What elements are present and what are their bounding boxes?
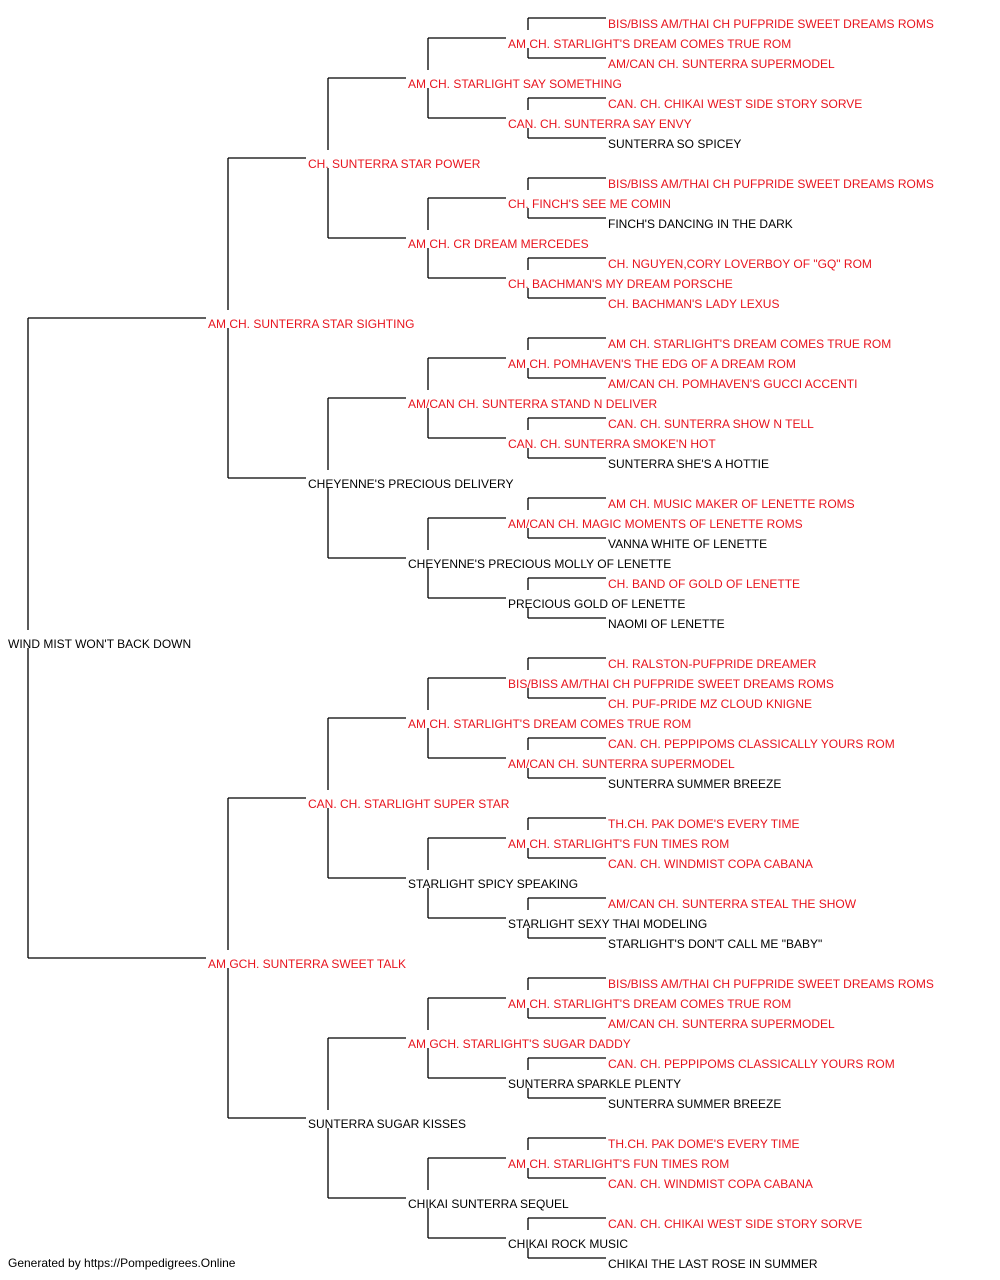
ancestor-name: CH. BAND OF GOLD OF LENETTE <box>608 577 800 591</box>
ancestor-name: CH. FINCH'S SEE ME COMIN <box>508 197 671 211</box>
ancestor-name: CAN. CH. CHIKAI WEST SIDE STORY SORVE <box>608 1217 862 1231</box>
ancestor-name: AM/CAN CH. MAGIC MOMENTS OF LENETTE ROMS <box>508 517 803 531</box>
ancestor-name: SUNTERRA SUGAR KISSES <box>308 1117 466 1131</box>
ancestor-name: AM CH. STARLIGHT'S FUN TIMES ROM <box>508 837 729 851</box>
ancestor-name: CH. BACHMAN'S MY DREAM PORSCHE <box>508 277 733 291</box>
ancestor-name: SUNTERRA SHE'S A HOTTIE <box>608 457 769 471</box>
ancestor-name: VANNA WHITE OF LENETTE <box>608 537 767 551</box>
ancestor-name: STARLIGHT SEXY THAI MODELING <box>508 917 707 931</box>
ancestor-name: CAN. CH. WINDMIST COPA CABANA <box>608 857 813 871</box>
ancestor-name: SUNTERRA SUMMER BREEZE <box>608 1097 781 1111</box>
ancestor-name: CHIKAI SUNTERRA SEQUEL <box>408 1197 569 1211</box>
ancestor-name: CHIKAI THE LAST ROSE IN SUMMER <box>608 1257 818 1271</box>
ancestor-name: AM/CAN CH. SUNTERRA STEAL THE SHOW <box>608 897 857 911</box>
ancestor-name: STARLIGHT SPICY SPEAKING <box>408 877 578 891</box>
ancestor-name: CH. RALSTON-PUFPRIDE DREAMER <box>608 657 817 671</box>
ancestor-name: AM/CAN CH. SUNTERRA SUPERMODEL <box>508 757 735 771</box>
ancestor-name: BIS/BISS AM/THAI CH PUFPRIDE SWEET DREAM… <box>508 677 834 691</box>
ancestor-name: AM CH. STARLIGHT'S FUN TIMES ROM <box>508 1157 729 1171</box>
ancestor-name: SUNTERRA SO SPICEY <box>608 137 741 151</box>
ancestor-name: AM CH. CR DREAM MERCEDES <box>408 237 589 251</box>
ancestor-name: CH. NGUYEN,CORY LOVERBOY OF "GQ" ROM <box>608 257 872 271</box>
ancestor-name: AM GCH. STARLIGHT'S SUGAR DADDY <box>408 1037 631 1051</box>
ancestor-name: SUNTERRA SPARKLE PLENTY <box>508 1077 681 1091</box>
ancestor-name: AM/CAN CH. SUNTERRA STAND N DELIVER <box>408 397 657 411</box>
ancestor-name: AM CH. STARLIGHT SAY SOMETHING <box>408 77 622 91</box>
ancestor-name: NAOMI OF LENETTE <box>608 617 725 631</box>
ancestor-name: AM CH. STARLIGHT'S DREAM COMES TRUE ROM <box>508 37 791 51</box>
ancestor-name: BIS/BISS AM/THAI CH PUFPRIDE SWEET DREAM… <box>608 17 934 31</box>
ancestor-name: CH. PUF-PRIDE MZ CLOUD KNIGNE <box>608 697 812 711</box>
ancestor-name: CAN. CH. SUNTERRA SAY ENVY <box>508 117 692 131</box>
ancestor-name: AM GCH. SUNTERRA SWEET TALK <box>208 957 406 971</box>
ancestor-name: BIS/BISS AM/THAI CH PUFPRIDE SWEET DREAM… <box>608 977 934 991</box>
ancestor-name: CAN. CH. SUNTERRA SHOW N TELL <box>608 417 814 431</box>
ancestor-name: CHIKAI ROCK MUSIC <box>508 1237 628 1251</box>
ancestor-name: CH. SUNTERRA STAR POWER <box>308 157 481 171</box>
ancestor-name: CAN. CH. PEPPIPOMS CLASSICALLY YOURS ROM <box>608 737 895 751</box>
ancestor-name: AM/CAN CH. POMHAVEN'S GUCCI ACCENTI <box>608 377 857 391</box>
ancestor-name: CAN. CH. SUNTERRA SMOKE'N HOT <box>508 437 716 451</box>
ancestor-name: CAN. CH. WINDMIST COPA CABANA <box>608 1177 813 1191</box>
pedigree-names: WIND MIST WON'T BACK DOWN AM CH. SUNTERRA… <box>8 17 934 1271</box>
ancestor-name: AM/CAN CH. SUNTERRA SUPERMODEL <box>608 1017 835 1031</box>
generated-by-footer: Generated by https://Pompedigrees.Online <box>8 1256 236 1270</box>
ancestor-name: PRECIOUS GOLD OF LENETTE <box>508 597 685 611</box>
ancestor-name: FINCH'S DANCING IN THE DARK <box>608 217 793 231</box>
ancestor-name: TH.CH. PAK DOME'S EVERY TIME <box>608 1137 799 1151</box>
ancestor-name: AM CH. SUNTERRA STAR SIGHTING <box>208 317 414 331</box>
ancestor-name: CAN. CH. PEPPIPOMS CLASSICALLY YOURS ROM <box>608 1057 895 1071</box>
pedigree-connectors <box>27 17 606 1259</box>
ancestor-name: STARLIGHT'S DON'T CALL ME "BABY" <box>608 937 822 951</box>
ancestor-name: AM CH. STARLIGHT'S DREAM COMES TRUE ROM <box>408 717 691 731</box>
ancestor-name: CHEYENNE'S PRECIOUS DELIVERY <box>308 477 513 491</box>
ancestor-name: SUNTERRA SUMMER BREEZE <box>608 777 781 791</box>
ancestor-name: CAN. CH. STARLIGHT SUPER STAR <box>308 797 510 811</box>
ancestor-name: AM CH. POMHAVEN'S THE EDG OF A DREAM ROM <box>508 357 796 371</box>
ancestor-name: CHEYENNE'S PRECIOUS MOLLY OF LENETTE <box>408 557 671 571</box>
ancestor-name: TH.CH. PAK DOME'S EVERY TIME <box>608 817 799 831</box>
subject-dog-name: WIND MIST WON'T BACK DOWN <box>8 637 191 651</box>
ancestor-name: CH. BACHMAN'S LADY LEXUS <box>608 297 779 311</box>
ancestor-name: AM CH. STARLIGHT'S DREAM COMES TRUE ROM <box>608 337 891 351</box>
ancestor-name: AM CH. STARLIGHT'S DREAM COMES TRUE ROM <box>508 997 791 1011</box>
ancestor-name: BIS/BISS AM/THAI CH PUFPRIDE SWEET DREAM… <box>608 177 934 191</box>
ancestor-name: AM/CAN CH. SUNTERRA SUPERMODEL <box>608 57 835 71</box>
ancestor-name: AM CH. MUSIC MAKER OF LENETTE ROMS <box>608 497 855 511</box>
ancestor-name: CAN. CH. CHIKAI WEST SIDE STORY SORVE <box>608 97 862 111</box>
